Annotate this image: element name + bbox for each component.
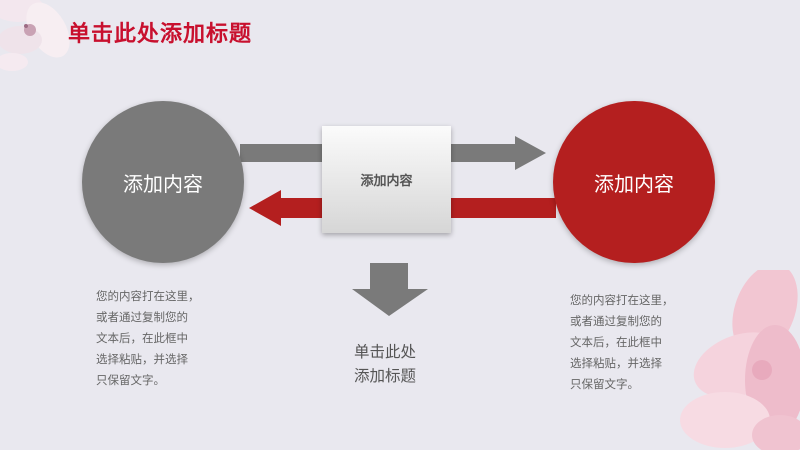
center-label[interactable]: 单击此处 添加标题 — [340, 340, 430, 388]
flower-decoration-bottom-right — [680, 270, 800, 450]
left-circle[interactable]: 添加内容 — [82, 101, 244, 263]
left-paragraph-line: 选择粘贴，并选择 — [96, 352, 188, 366]
left-paragraph[interactable]: 您的内容打在这里， 或者通过复制您的 文本后，在此框中 选择粘贴，并选择 只保留… — [96, 286, 200, 391]
left-circle-label: 添加内容 — [123, 171, 203, 196]
right-circle[interactable]: 添加内容 — [553, 101, 715, 263]
left-paragraph-line: 文本后，在此框中 — [96, 331, 188, 345]
arrow-down-gray — [352, 263, 428, 316]
center-box-label: 添加内容 — [360, 174, 413, 189]
slide-title[interactable]: 单击此处添加标题 — [68, 22, 253, 47]
right-paragraph-line: 选择粘贴，并选择 — [570, 356, 662, 370]
right-paragraph[interactable]: 您的内容打在这里， 或者通过复制您的 文本后，在此框中 选择粘贴，并选择 只保留… — [570, 290, 674, 395]
left-paragraph-line: 或者通过复制您的 — [96, 310, 188, 324]
center-label-line: 添加标题 — [353, 367, 416, 385]
right-paragraph-line: 只保留文字。 — [570, 377, 639, 391]
right-paragraph-line: 文本后，在此框中 — [570, 335, 662, 349]
left-paragraph-line: 只保留文字。 — [96, 373, 165, 387]
right-paragraph-line: 或者通过复制您的 — [570, 314, 662, 328]
flower-decoration-top-left — [0, 0, 70, 71]
center-label-line: 单击此处 — [353, 343, 416, 361]
center-box[interactable]: 添加内容 — [322, 126, 451, 233]
left-paragraph-line: 您的内容打在这里， — [96, 289, 200, 303]
right-circle-label: 添加内容 — [594, 171, 674, 196]
right-paragraph-line: 您的内容打在这里， — [570, 293, 674, 307]
